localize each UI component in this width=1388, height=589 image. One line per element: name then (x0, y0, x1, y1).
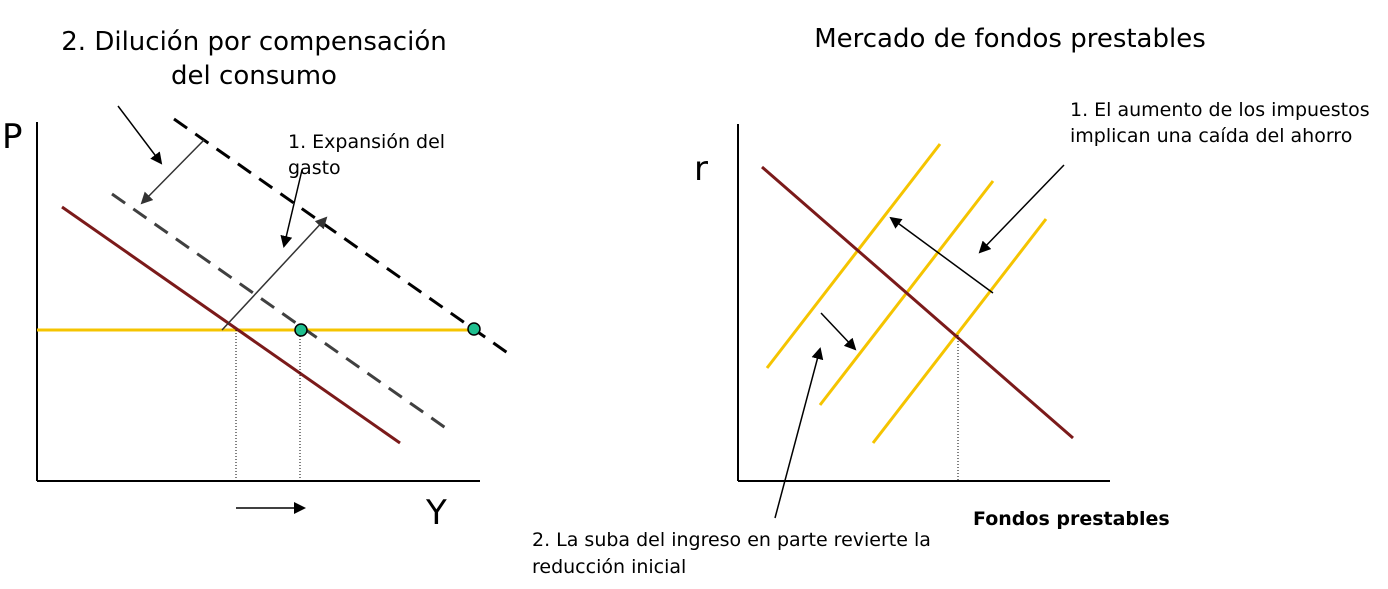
left-demand-curve-initial (61, 205, 401, 445)
right-pointer-arrow-tax (978, 164, 1065, 254)
left-pointer-arrow-compensation (117, 105, 163, 165)
right-annotation1-line1: 1. El aumento de los impuestos (1070, 99, 1370, 121)
right-demand-curve (761, 165, 1074, 440)
left-title-line1: 2. Dilución por compensación (61, 27, 446, 57)
right-shift-arrow-back (820, 312, 857, 351)
right-x-axis-label: Fondos prestables (973, 508, 1170, 530)
right-pointer-arrow-income (774, 347, 824, 519)
right-panel: Mercado de fondos prestables r Fondos pr… (532, 24, 1370, 578)
left-panel: 2. Dilución por compensación del consumo… (2, 27, 513, 533)
left-y-axis-label: P (2, 117, 23, 157)
left-shift-arrow-back (140, 139, 205, 205)
left-title-line2: del consumo (171, 61, 337, 91)
right-y-axis-label: r (694, 149, 708, 189)
left-demand-curve-dashed-mid (111, 192, 451, 433)
left-shift-arrow-out (221, 216, 328, 331)
right-annotation2-line2: reducción inicial (532, 556, 686, 578)
left-pointer-arrow-expansion (280, 169, 303, 248)
right-annotation2-line1: 2. La suba del ingreso en parte revierte… (532, 529, 931, 551)
left-demand-curve-dashed-far (173, 117, 513, 358)
left-x-axis-label: Y (425, 493, 447, 533)
left-annotation-line2: gasto (288, 157, 341, 179)
right-annotation1-line2: implican una caída del ahorro (1070, 125, 1352, 147)
left-equilibrium-dot-mid (294, 323, 308, 337)
left-equilibrium-dot-far (467, 322, 481, 336)
right-shift-arrow-left (889, 216, 994, 294)
right-supply-curve-right (871, 218, 1048, 444)
left-annotation-line1: 1. Expansión del (288, 131, 445, 153)
right-supply-curve-left (765, 143, 942, 369)
right-title: Mercado de fondos prestables (814, 24, 1206, 54)
